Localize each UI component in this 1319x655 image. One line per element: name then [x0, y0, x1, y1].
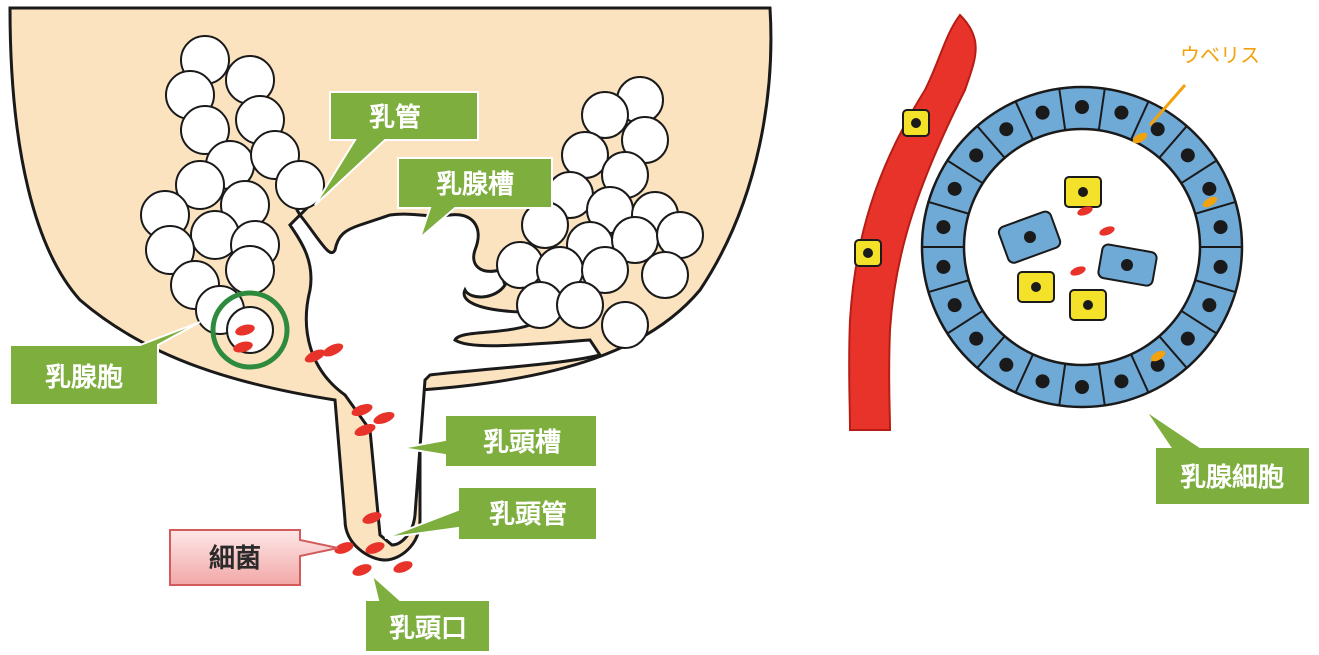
label-nyusensaibou: 乳腺細胞: [1180, 462, 1284, 493]
label-nyutoukou: 乳頭口: [389, 614, 467, 644]
callout-nyutousou: 乳頭槽: [402, 415, 597, 467]
cell-nucleus: [1202, 182, 1216, 196]
cell-nucleus: [999, 358, 1013, 372]
cell-nucleus: [1181, 332, 1195, 346]
callout-nyusensaibou: 乳腺細胞: [1145, 410, 1310, 505]
label-nyusensou: 乳腺槽: [436, 170, 514, 200]
cell-nucleus: [1114, 374, 1128, 388]
cell-nucleus: [1151, 122, 1165, 136]
cell-nucleus: [1075, 100, 1089, 114]
cell-nucleus: [936, 260, 950, 274]
label-uberisu: ウベリス: [1180, 43, 1260, 67]
cell-nucleus: [969, 332, 983, 346]
cell-nucleus: [1181, 148, 1195, 162]
label-nyutoukan: 乳頭管: [489, 500, 567, 530]
cell-nucleus: [1214, 220, 1228, 234]
cell-nucleus: [948, 182, 962, 196]
cell-nucleus: [1075, 380, 1089, 394]
cell-nucleus: [936, 220, 950, 234]
cell-nucleus: [948, 298, 962, 312]
cell-nucleus: [1202, 298, 1216, 312]
label-nyukan: 乳管: [369, 103, 421, 133]
label-nyusenhou: 乳腺胞: [45, 362, 123, 393]
cell-nucleus: [1036, 106, 1050, 120]
cell-nucleus: [1114, 106, 1128, 120]
callout-nyusenhou: 乳腺胞: [10, 322, 200, 405]
callout-saikin: 細菌: [170, 530, 338, 585]
cell-nucleus: [999, 122, 1013, 136]
alveolus-cell-ring: [922, 87, 1242, 407]
label-nyutousou: 乳頭槽: [483, 428, 561, 458]
label-saikin: 細菌: [209, 544, 261, 574]
callout-nyutoukou: 乳頭口: [365, 575, 490, 652]
cell-nucleus: [1214, 260, 1228, 274]
cell-nucleus: [1036, 374, 1050, 388]
cell-nucleus: [969, 148, 983, 162]
